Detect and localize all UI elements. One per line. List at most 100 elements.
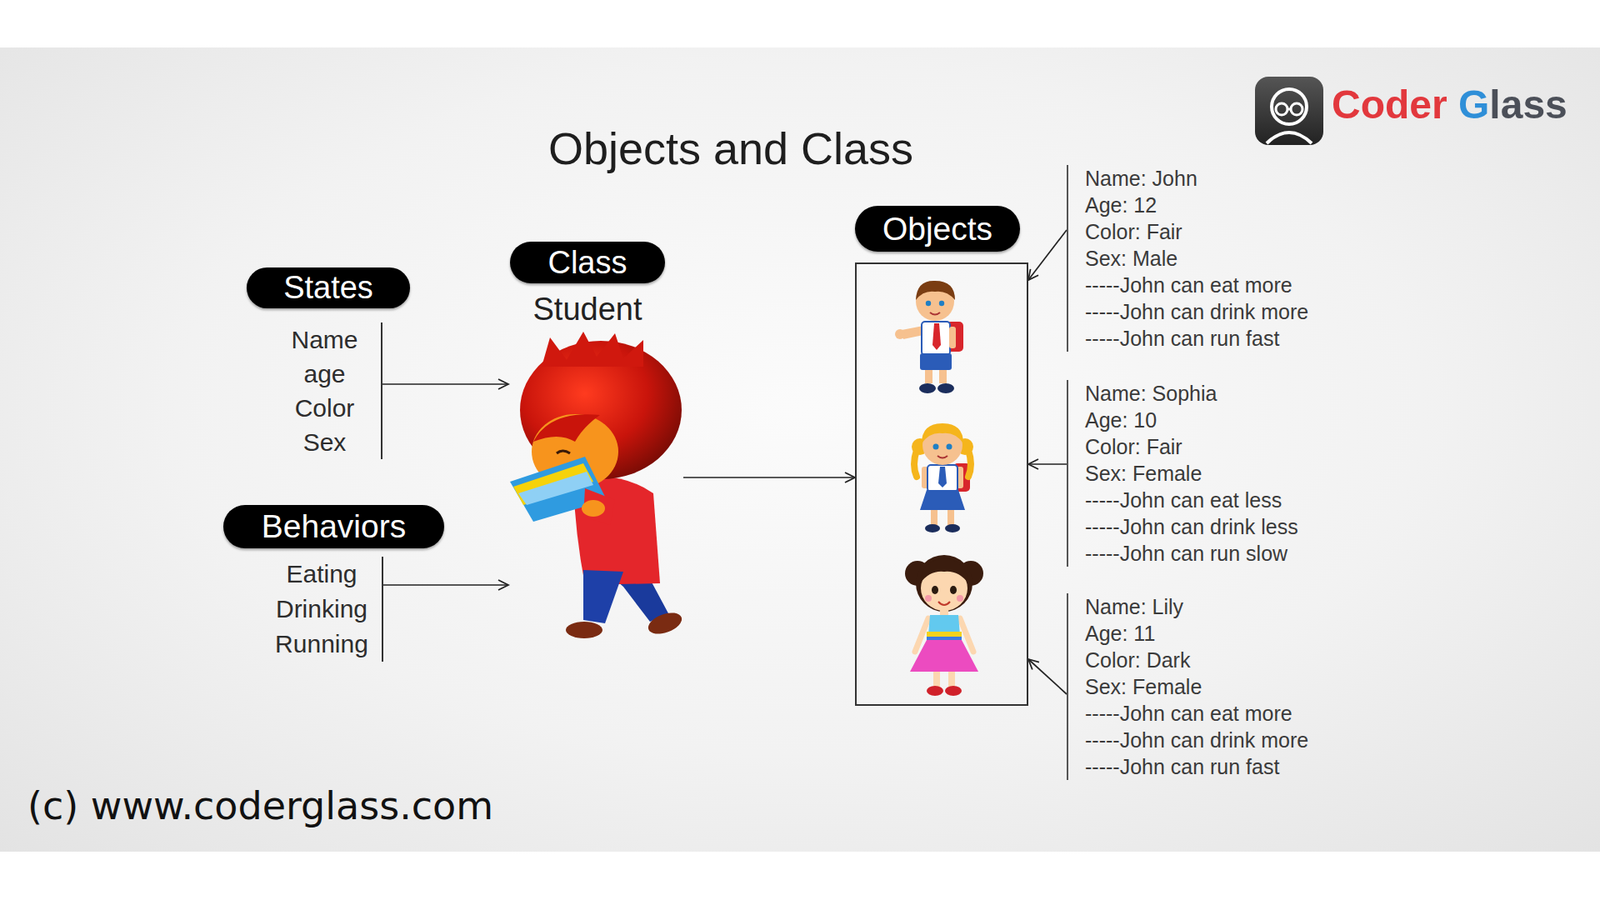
object-attribute: -----John can drink less — [1085, 513, 1299, 540]
student-john-figure-part — [930, 312, 940, 315]
text-column: Student — [510, 290, 665, 329]
logo-icon-part — [1271, 89, 1307, 125]
copyright-text: (c) www.coderglass.com — [27, 783, 494, 830]
list-item: Drinking — [273, 591, 370, 627]
object-attribute: -----John can eat less — [1085, 486, 1299, 514]
text-column: Name: JohnAge: 12Color: FairSex: Male---… — [1085, 165, 1309, 352]
object-attribute: -----John can eat more — [1085, 700, 1309, 727]
text-column: Name: SophiaAge: 10Color: FairSex: Femal… — [1085, 380, 1299, 567]
student-john-figure-part — [937, 383, 955, 394]
student-class-figure-part — [510, 456, 607, 522]
object-attribute: Age: 12 — [1085, 191, 1309, 219]
student-john-figure-part — [920, 353, 952, 370]
student-sophia-figure-part — [914, 450, 917, 477]
student-sophia-figure-part — [920, 490, 965, 510]
object-attribute: Sex: Male — [1085, 245, 1309, 272]
student-lily-figure-part — [926, 685, 944, 696]
list-item: Name — [280, 322, 370, 357]
student-lily-figure-part — [933, 671, 940, 687]
object-attribute: -----John can run fast — [1085, 325, 1309, 352]
object-attribute: -----John can eat more — [1085, 271, 1309, 299]
student-lily-figure-part — [940, 609, 949, 616]
object-info-block: Name: SophiaAge: 10Color: FairSex: Femal… — [1066, 380, 1299, 567]
object-attribute: Name: John — [1085, 165, 1309, 192]
student-john-figure-part — [921, 321, 950, 355]
object-attribute: Age: 10 — [1085, 406, 1299, 434]
connector-arrow — [1028, 659, 1067, 695]
pill-text: States — [283, 270, 374, 306]
text-column: Name: LilyAge: 11Color: DarkSex: Female-… — [1085, 593, 1309, 780]
heading-group: BehaviorsEatingDrinkingRunning — [223, 505, 384, 662]
list-item: Running — [273, 626, 370, 662]
student-class-figure-part — [556, 450, 570, 454]
object-attribute: -----John can drink more — [1085, 726, 1309, 754]
class-column: ClassStudent — [510, 241, 665, 329]
student-class-figure-part — [565, 621, 603, 639]
label-pill: States — [246, 267, 410, 309]
list-item: Color — [280, 390, 370, 425]
pill-text: Class — [547, 245, 627, 281]
student-lily-figure-part — [956, 595, 964, 602]
student-john-figure-part — [895, 329, 905, 340]
student-lily-figure-part — [926, 631, 962, 637]
object-attribute: Name: Sophia — [1085, 380, 1299, 407]
student-sophia-figure-part — [927, 465, 958, 492]
logo-icon-part — [1290, 103, 1303, 115]
student-class-figure-part — [518, 471, 594, 505]
list-item: Eating — [273, 556, 370, 592]
student-sophia-figure-part — [933, 444, 940, 450]
student-lily-figure-part — [920, 558, 969, 584]
student-john-figure — [895, 280, 964, 394]
student-class-figure-part — [533, 414, 600, 442]
student-john-figure-part — [925, 370, 933, 384]
student-lily-figure-part — [948, 671, 955, 687]
student-john-figure-part — [949, 326, 956, 349]
connector-arrow — [383, 584, 509, 586]
class-name: Student — [510, 290, 665, 329]
student-class-figure-part — [583, 570, 624, 624]
pill-text: Behaviors — [261, 508, 406, 545]
text-column: NameageColorSex — [246, 322, 383, 460]
student-lily-figure-part — [931, 585, 939, 595]
list-item: age — [280, 356, 370, 391]
object-attribute: Name: Lily — [1085, 593, 1309, 620]
student-john-figure-part — [901, 325, 924, 340]
label-pill: Behaviors — [223, 505, 445, 549]
student-class-figure-part — [645, 608, 685, 638]
student-sophia-figure-part — [921, 423, 964, 444]
student-class-figure-part — [513, 463, 594, 505]
student-john-figure-part — [925, 300, 931, 306]
student-john-figure-part — [915, 280, 955, 300]
student-sophia-figure-part — [946, 444, 953, 450]
list-item: Sex — [280, 425, 370, 460]
connector-group — [382, 230, 1067, 695]
logo-icon — [1255, 76, 1324, 145]
student-lily-figure-part — [910, 640, 979, 672]
text-column: EatingDrinkingRunning — [223, 556, 384, 662]
student-john-figure-part — [939, 300, 945, 306]
object-attribute: Sex: Female — [1085, 460, 1299, 487]
object-attribute: -----John can run slow — [1085, 540, 1299, 567]
object-attribute: Color: Fair — [1085, 218, 1309, 245]
student-class-figure-part — [541, 331, 644, 367]
student-sophia-figure-part — [968, 450, 971, 477]
logo-icon-part — [1255, 76, 1324, 145]
student-class-figure — [510, 331, 685, 639]
student-sophia-figure-part — [945, 524, 960, 533]
object-attribute: Color: Dark — [1085, 646, 1309, 674]
object-attribute: Color: Fair — [1085, 433, 1299, 460]
object-attribute: -----John can drink more — [1085, 298, 1309, 325]
logo-icon-part — [1266, 132, 1312, 144]
student-john-figure-part — [939, 370, 947, 384]
student-john-figure-part — [919, 383, 936, 394]
student-sophia-figure-part — [938, 466, 947, 488]
object-info-block: Name: JohnAge: 12Color: FairSex: Male---… — [1066, 165, 1309, 352]
student-lily-figure-part — [938, 601, 950, 605]
object-info-block: Name: LilyAge: 11Color: DarkSex: Female-… — [1066, 593, 1309, 780]
connector-arrow — [1028, 463, 1067, 465]
logo-icon-part — [1287, 108, 1291, 111]
class-node: ClassStudent — [508, 241, 684, 645]
student-sophia-figure-part — [930, 510, 938, 525]
label-pill: Class — [510, 241, 665, 284]
title-text: Objects and Class — [397, 121, 1065, 176]
